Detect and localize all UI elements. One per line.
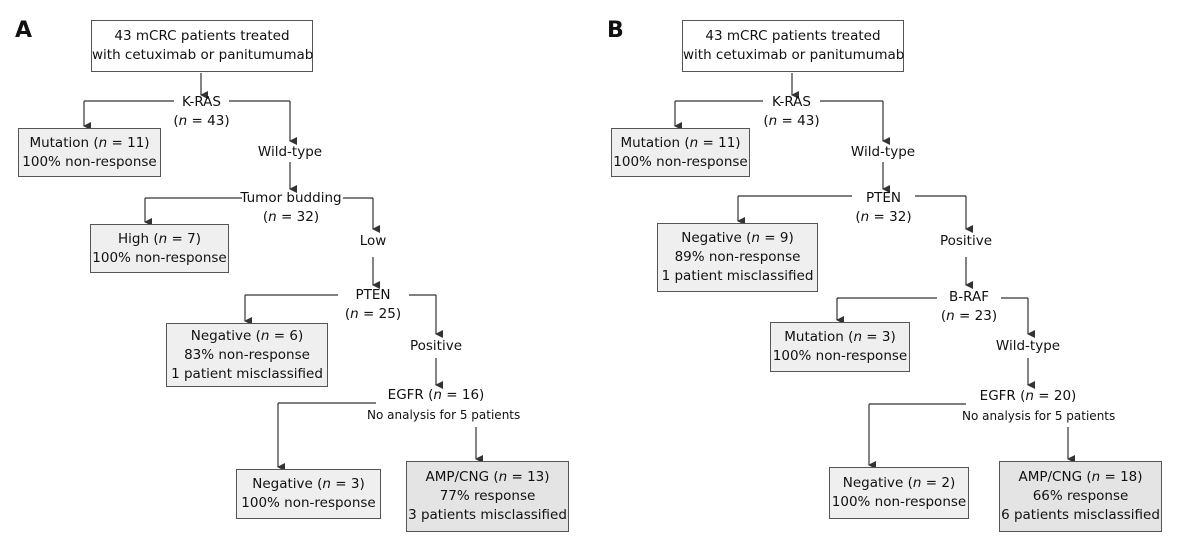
egfr-negative-box: Negative (n = 3) 100% non-response	[236, 469, 381, 519]
kras-count: (n = 43)	[173, 113, 230, 129]
egfr-negative-line-1: Negative (n = 2)	[842, 475, 956, 491]
pten-name: PTEN	[355, 287, 391, 303]
connector-lines-a	[83, 73, 483, 471]
kras-mutation-box: Mutation (n = 11) 100% non-response	[18, 128, 161, 177]
kras-mutation-line-2: 100% non-response	[613, 153, 748, 170]
pten-negative-line-1: Negative (n = 6)	[190, 327, 304, 344]
pten-negative-line-2: 89% non-response	[674, 249, 801, 265]
pten-negative-line-2: 83% non-response	[184, 346, 310, 363]
panel-label: A	[15, 18, 33, 43]
braf-name: B-RAF	[949, 289, 989, 305]
pten-count: (n = 32)	[855, 209, 912, 225]
pten-negative-line-3: 1 patient misclassified	[171, 365, 323, 382]
egfr-note: No analysis for 5 patients	[962, 409, 1116, 423]
egfr-negative-line-2: 100% non-response	[241, 495, 376, 511]
egfr-note: No analysis for 5 patients	[367, 408, 521, 422]
egfr-negative-box: Negative (n = 2) 100% non-response	[829, 467, 969, 519]
start-line-2: with cetuximab or panitumumab	[683, 47, 905, 63]
egfr-negative-line-2: 100% non-response	[831, 494, 967, 510]
tb-high-line-1: High (n = 7)	[118, 230, 201, 247]
start-box: 43 mCRC patients treated with cetuximab …	[682, 20, 904, 72]
braf-mutation-box: Mutation (n = 3) 100% non-response	[770, 322, 910, 372]
kras-node: K-RAS (n = 43)	[164, 93, 239, 131]
start-box: 43 mCRC patients treated with cetuximab …	[91, 20, 313, 72]
pten-positive-node: Positive	[409, 338, 463, 354]
kras-mutation-line-1: Mutation (n = 11)	[620, 134, 741, 151]
egfr-amp-line-1: AMP/CNG (n = 13)	[425, 469, 550, 485]
pten-node: PTEN (n = 32)	[846, 189, 921, 227]
kras-name: K-RAS	[182, 94, 221, 110]
flowchart-panel-b: B 43 mCRC patients treated with cetuxima…	[591, 0, 1181, 548]
braf-node: B-RAF (n = 23)	[929, 288, 1009, 326]
pten-positive-node: Positive	[939, 233, 993, 249]
kras-count: (n = 43)	[763, 113, 820, 129]
egfr-amp-box: AMP/CNG (n = 13) 77% response 3 patients…	[406, 461, 569, 532]
tb-high-box: High (n = 7) 100% non-response	[90, 224, 229, 273]
egfr-node: EGFR (n = 16)	[387, 387, 485, 403]
pten-count: (n = 25)	[344, 306, 402, 322]
kras-mutation-line-2: 100% non-response	[22, 153, 157, 170]
kras-mutation-box: Mutation (n = 11) 100% non-response	[611, 128, 750, 177]
pten-negative-box: Negative (n = 9) 89% non-response 1 pati…	[657, 223, 818, 292]
tb-low-node: Low	[359, 233, 387, 249]
pten-negative-box: Negative (n = 6) 83% non-response 1 pati…	[166, 323, 328, 387]
start-line-1: 43 mCRC patients treated	[705, 28, 881, 44]
kras-mutation-line-1: Mutation (n = 11)	[29, 134, 150, 151]
panel-label: B	[607, 18, 624, 43]
kras-wildtype-node: Wild-type	[257, 144, 323, 160]
kras-name: K-RAS	[772, 94, 811, 110]
start-line-2: with cetuximab or panitumumab	[92, 47, 314, 63]
egfr-amp-line-1: AMP/CNG (n = 18)	[1018, 469, 1143, 485]
tumor-budding-name: Tumor budding	[240, 190, 342, 206]
braf-mutation-line-2: 100% non-response	[772, 348, 908, 364]
egfr-amp-line-2: 66% response	[1032, 488, 1129, 504]
tumor-budding-node: Tumor budding (n = 32)	[235, 189, 347, 227]
egfr-negative-line-1: Negative (n = 3)	[252, 476, 365, 492]
start-line-1: 43 mCRC patients treated	[114, 28, 290, 44]
braf-mutation-line-1: Mutation (n = 3)	[784, 329, 896, 345]
braf-wildtype-node: Wild-type	[995, 338, 1061, 354]
flowchart-panel-a: A 43 mCRC patients treated with cetuxima…	[0, 0, 590, 548]
pten-name: PTEN	[865, 190, 901, 206]
egfr-amp-line-2: 77% response	[439, 488, 536, 504]
tb-high-line-2: 100% non-response	[92, 249, 227, 266]
egfr-amp-box: AMP/CNG (n = 18) 66% response 6 patients…	[999, 461, 1162, 532]
tumor-budding-count: (n = 32)	[262, 209, 320, 225]
kras-node: K-RAS (n = 43)	[754, 93, 829, 131]
egfr-amp-line-3: 6 patients misclassified	[1001, 507, 1160, 523]
connector-lines-b	[674, 73, 1075, 469]
egfr-amp-line-3: 3 patients misclassified	[408, 507, 567, 523]
kras-wildtype-node: Wild-type	[850, 144, 916, 160]
pten-node: PTEN (n = 25)	[333, 286, 413, 324]
braf-count: (n = 23)	[940, 308, 998, 324]
egfr-node: EGFR (n = 20)	[979, 388, 1077, 404]
pten-negative-line-1: Negative (n = 9)	[681, 230, 794, 246]
pten-negative-line-3: 1 patient misclassified	[661, 268, 814, 284]
